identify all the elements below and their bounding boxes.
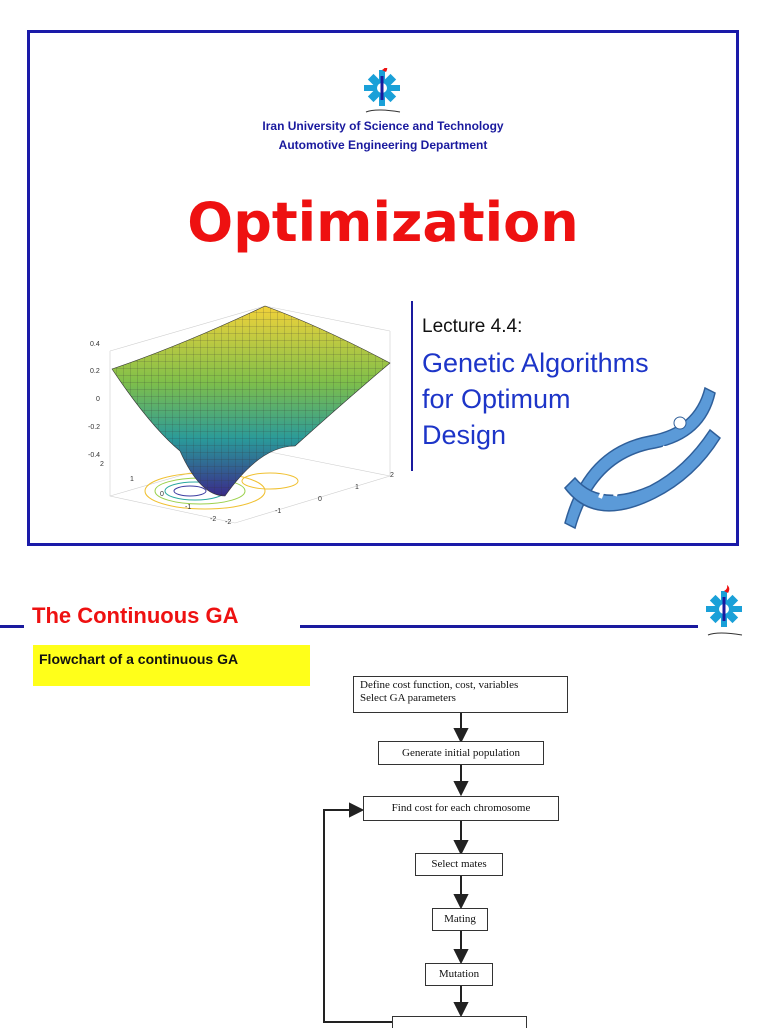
- title-rule-left: [0, 625, 24, 628]
- university-line: Iran University of Science and Technolog…: [262, 119, 504, 133]
- dna-icon: [564, 386, 721, 530]
- lecture-label: Lecture 4.4:: [422, 316, 523, 337]
- title-rule-right: [300, 625, 698, 628]
- flowchart-badge: Flowchart of a continuous GA: [33, 645, 310, 686]
- flow-step-text: Find cost for each chromosome: [391, 802, 531, 814]
- x-tick: 0: [318, 496, 322, 503]
- subtitle-line: Design: [422, 420, 507, 450]
- surface-plot-image: 0.4 0.2 0 -0.2 -0.4 2 1 0 -1 -2 -2 -1 0 …: [88, 305, 394, 526]
- y-tick: 1: [130, 476, 134, 483]
- z-tick: 0.2: [90, 368, 100, 375]
- x-tick: -1: [275, 508, 281, 515]
- section-title: The Continuous GA: [32, 603, 239, 628]
- flow-step-generate: Generate initial population: [378, 741, 544, 765]
- university-logo-icon: [364, 68, 401, 113]
- lecture-subtitle: Genetic Algorithms for Optimum Design: [422, 345, 722, 453]
- flow-step-text: Mating: [444, 913, 476, 925]
- z-tick: 0: [96, 396, 100, 403]
- flow-step-find-cost: Find cost for each chromosome: [363, 796, 559, 821]
- y-tick: 0: [160, 491, 164, 498]
- x-tick: 1: [355, 484, 359, 491]
- flow-step-mutation: Mutation: [425, 963, 493, 986]
- subtitle-line: for Optimum: [422, 384, 571, 414]
- x-tick: -2: [225, 519, 231, 526]
- accent-bar: [411, 301, 413, 471]
- university-logo-icon: [706, 585, 743, 636]
- flow-step-next: [392, 1016, 527, 1028]
- y-tick: -1: [185, 504, 191, 511]
- flow-step-text: Define cost function, cost, variables Se…: [360, 679, 519, 704]
- z-tick: -0.4: [88, 452, 100, 459]
- flow-step-define: Define cost function, cost, variables Se…: [353, 676, 568, 713]
- department-line: Automotive Engineering Department: [278, 138, 488, 152]
- y-tick: 2: [100, 461, 104, 468]
- x-tick: 2: [390, 472, 394, 479]
- flow-step-text: Select mates: [431, 858, 487, 870]
- flow-step-select-mates: Select mates: [415, 853, 503, 876]
- flow-step-text: Mutation: [438, 968, 480, 980]
- flow-step-mating: Mating: [432, 908, 488, 931]
- university-name: Iran University of Science and Technolog…: [30, 117, 736, 155]
- slide-title: Optimization: [187, 191, 579, 254]
- subtitle-line: Genetic Algorithms: [422, 348, 649, 378]
- badge-text: Flowchart of a continuous GA: [39, 651, 239, 667]
- y-tick: -2: [210, 516, 216, 523]
- z-tick: -0.2: [88, 424, 100, 431]
- flow-step-text: Generate initial population: [402, 747, 520, 759]
- title-slide: Iran University of Science and Technolog…: [27, 30, 739, 546]
- z-tick: 0.4: [90, 341, 100, 348]
